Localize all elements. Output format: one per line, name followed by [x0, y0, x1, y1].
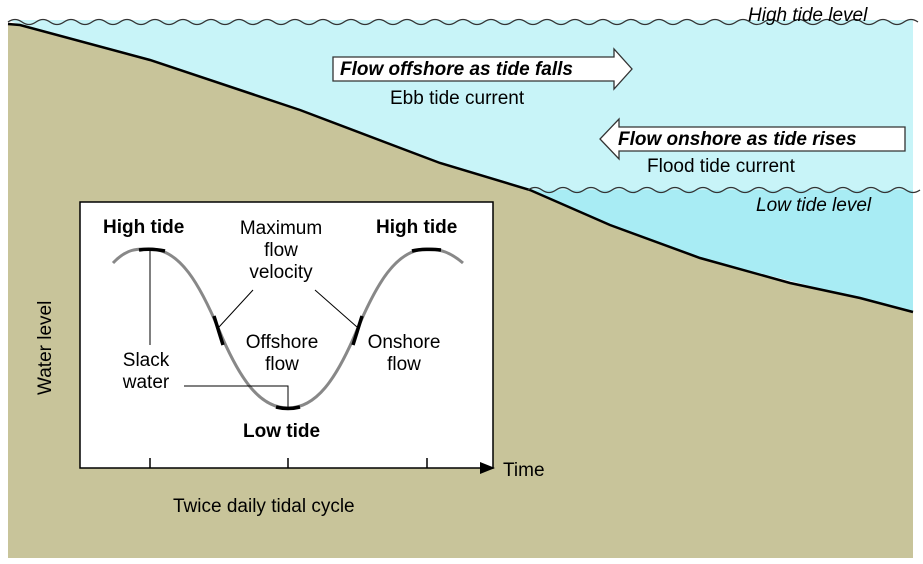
tidal-cycle-caption: Twice daily tidal cycle — [173, 496, 355, 517]
seabed-line — [7, 22, 914, 314]
high-tide-label-left: High tide — [103, 217, 185, 238]
max-flow-line-2: flow — [264, 239, 298, 261]
offshore-line-2: flow — [265, 353, 299, 375]
low-tide-label: Low tide — [243, 421, 321, 442]
low-water-body — [530, 190, 913, 312]
max-flow-velocity-label: Maximum flow velocity — [224, 218, 338, 284]
max-flow-leader-right — [314, 289, 358, 328]
high-tide-surface-line — [7, 18, 919, 26]
high-tide-level-label: High tide level — [748, 5, 868, 26]
slack-line-1: Slack — [122, 350, 170, 371]
low-tide-highlight — [275, 405, 301, 411]
onshore-line-1: Onshore — [367, 332, 441, 353]
right-arrow-icon — [332, 47, 633, 91]
max-flow-highlight-right — [351, 315, 364, 346]
onshore-flow-label: Onshore flow — [356, 332, 452, 376]
water-level-axis-label: Water level — [35, 300, 56, 395]
slack-leader-low — [174, 385, 289, 408]
high-tide-highlight-left — [138, 247, 166, 253]
high-tide-label-right: High tide — [376, 217, 458, 238]
low-tide-surface-line — [527, 186, 921, 194]
low-tide-level-label: Low tide level — [756, 195, 872, 216]
max-flow-leader-left — [218, 289, 254, 328]
high-tide-highlight-right — [411, 247, 442, 253]
left-arrow-icon — [599, 117, 906, 161]
flood-current-label: Flood tide current — [647, 156, 795, 177]
slack-water-label: Slack water — [108, 350, 184, 394]
flood-arrow-label: Flow onshore as tide rises — [618, 129, 857, 150]
ebb-current-label: Ebb tide current — [390, 88, 525, 109]
ebb-arrow-label: Flow offshore as tide falls — [340, 59, 573, 80]
time-axis-label: Time — [503, 460, 545, 481]
max-flow-line-3: velocity — [249, 261, 313, 283]
offshore-line-1: Offshore — [245, 332, 319, 353]
onshore-line-2: flow — [387, 353, 421, 375]
max-flow-line-1: Maximum — [239, 218, 323, 239]
max-flow-highlight-left — [212, 315, 225, 346]
time-axis-arrowhead — [480, 462, 495, 474]
offshore-flow-label: Offshore flow — [234, 332, 330, 376]
inset-box — [79, 201, 494, 469]
slack-line-2: water — [122, 371, 170, 393]
